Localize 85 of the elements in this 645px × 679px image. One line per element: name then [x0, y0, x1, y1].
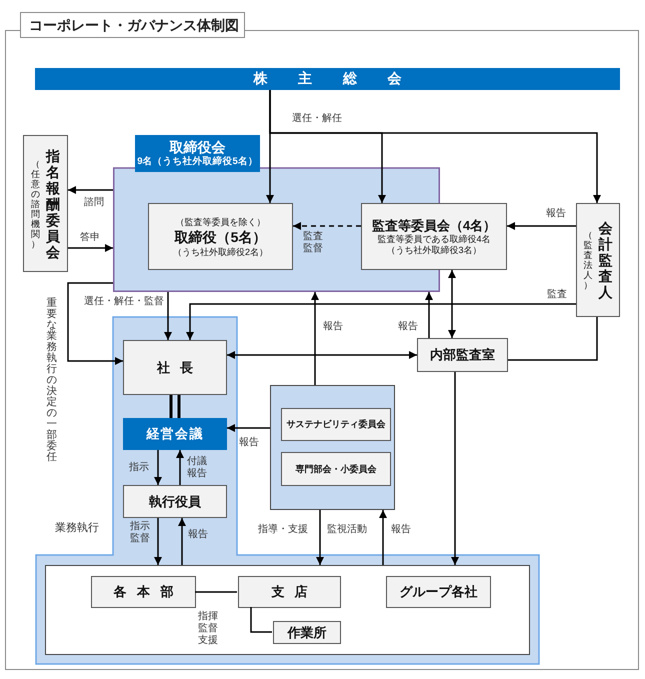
- connector-line: [170, 394, 180, 420]
- arrow: [154, 450, 162, 485]
- committee-box: [281, 408, 391, 441]
- edge-label: 選任・解任・監督: [84, 296, 164, 308]
- box-title: サステナビリティ委員会: [286, 418, 386, 431]
- arrow: [425, 292, 433, 338]
- box-title: グループ各社: [400, 583, 478, 601]
- department-box: [91, 576, 196, 608]
- box-title: 取締役（5名）: [174, 228, 266, 246]
- member-count: 9名（うち社外取締役5名）: [137, 156, 258, 168]
- arrow: [68, 186, 113, 194]
- box-note: （うち社外取締役3名）: [386, 245, 482, 256]
- area-heading: 業務執行: [55, 521, 99, 535]
- edge-label: 報告: [323, 321, 343, 333]
- box-title: 監査等委員会（4名）: [372, 217, 496, 234]
- box-title: 各本部: [114, 583, 184, 601]
- meeting-label: 株主総会: [253, 70, 432, 88]
- connector-line: [195, 591, 237, 593]
- box-note: （監査法人）: [582, 230, 594, 290]
- arrow: [67, 282, 123, 365]
- arrow: [448, 270, 456, 338]
- box-title: 執行役員: [149, 492, 201, 510]
- edge-label: 答申: [80, 232, 100, 244]
- edge-label: 指導・支援: [258, 524, 308, 536]
- committee-box: [281, 452, 391, 486]
- edge-label: 指示監督: [130, 521, 151, 545]
- director-box: [148, 203, 293, 270]
- box-title: 作業所: [288, 624, 326, 642]
- audit-office-box: [417, 338, 508, 372]
- heading-text: 取締役会: [170, 139, 226, 156]
- edge-label: 報告: [398, 321, 418, 333]
- branch-box: [238, 576, 341, 608]
- box-title: 社長: [156, 358, 204, 376]
- box-note: （うち社外取締役2名）: [172, 246, 268, 258]
- edge-label: 選任・解任: [292, 113, 342, 125]
- arrow: [178, 518, 186, 565]
- committee-panel: [270, 385, 395, 510]
- edge-label: 報告: [546, 208, 566, 220]
- arrow: [227, 424, 270, 432]
- edge-label: 指揮監督支援: [198, 611, 219, 647]
- group-box: [386, 576, 491, 608]
- arrow: [507, 222, 576, 230]
- edge-label: 諮問: [84, 197, 104, 209]
- auditor-box: [576, 203, 620, 317]
- arrow: [311, 292, 319, 385]
- arrow: [154, 518, 162, 565]
- box-note: 監査等委員である取締役4名: [377, 234, 490, 245]
- box-title: 専門部会・小委員会: [296, 462, 376, 476]
- connector-line: [250, 607, 272, 633]
- edge-label: 監査: [547, 289, 567, 301]
- edge-label: 報告: [391, 524, 411, 536]
- edge-label: 報告: [239, 437, 259, 449]
- arrow: [227, 351, 417, 359]
- arrow: [68, 244, 113, 252]
- officer-box: [123, 485, 227, 518]
- box-title: 支店: [271, 583, 318, 601]
- arrow: [293, 222, 361, 230]
- committee-box: [361, 203, 507, 270]
- president-box: [123, 340, 227, 395]
- note-label: 監視活動: [327, 524, 367, 536]
- box-title: 内部監査室: [430, 346, 495, 364]
- arrow: [164, 292, 172, 340]
- meeting-band: [35, 68, 620, 90]
- arrow: [379, 510, 387, 565]
- box-title: 指名報酬委員会: [45, 148, 61, 260]
- meeting-box: [123, 418, 227, 450]
- edge-label: 報告: [188, 529, 208, 541]
- committee-box: [23, 135, 68, 272]
- edge-label: 監査監督: [303, 231, 324, 255]
- title-tab: コーポレート・ガバナンス体制図: [20, 12, 245, 38]
- arrow: [316, 510, 324, 565]
- arrow: [186, 303, 576, 340]
- site-box: [273, 621, 341, 644]
- box-title: 会計監査人: [598, 220, 614, 300]
- box-note: （監査等委員を除く）: [176, 216, 266, 228]
- arrow: [176, 450, 184, 485]
- box-note: （任意の諮問機関）: [30, 158, 41, 248]
- edge-label: 重要な業務執行の決定の一部委任: [46, 298, 58, 463]
- edge-label: 指示: [129, 462, 149, 474]
- edge-label: 付議報告: [187, 456, 208, 480]
- organization-box: [45, 565, 530, 655]
- connector-line: [508, 317, 598, 361]
- arrow: [451, 372, 459, 565]
- arrow: [269, 90, 601, 203]
- box-title: 経営会議: [146, 425, 204, 443]
